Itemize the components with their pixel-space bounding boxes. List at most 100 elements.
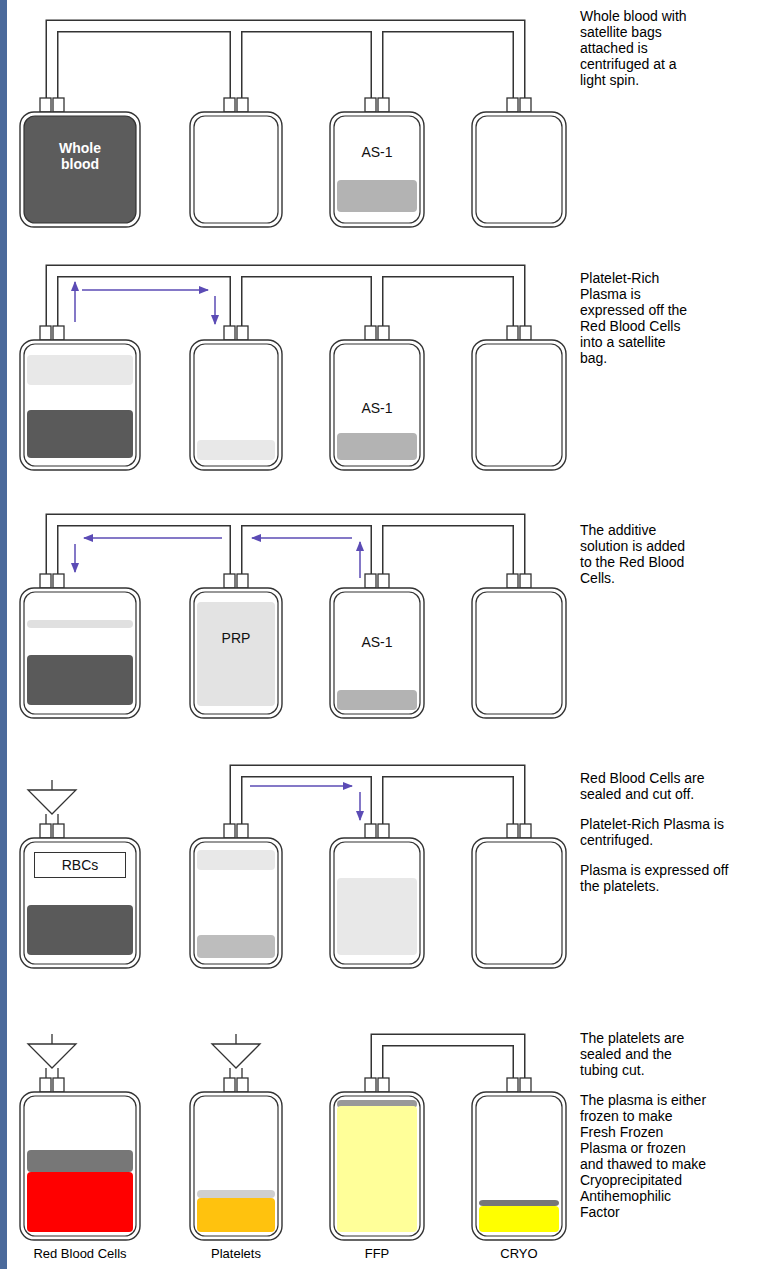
bag-outline	[20, 1092, 140, 1240]
description-text: Red Blood Cells are sealed and cut off.	[580, 770, 730, 802]
bag-port	[507, 574, 518, 588]
bag-text: AS-1	[336, 144, 418, 160]
tube-core	[52, 520, 519, 574]
bag-port	[237, 1078, 248, 1092]
product-caption: CRYO	[459, 1246, 579, 1262]
flow-arrow	[74, 282, 76, 322]
bag-contents	[479, 1200, 559, 1206]
bag-port	[520, 1078, 531, 1092]
bag-contents	[27, 410, 133, 458]
bag-outline	[330, 340, 424, 470]
bag-outline	[472, 340, 566, 470]
bag	[190, 574, 282, 718]
bag-port	[224, 98, 235, 112]
bag-port	[40, 824, 51, 838]
labelled-bag: RBCs	[20, 838, 140, 968]
bag-contents	[27, 1150, 133, 1172]
bag-contents	[27, 620, 133, 628]
bag-port	[365, 824, 376, 838]
bag-outline	[330, 1092, 424, 1240]
blood-bag: AS-1	[330, 112, 424, 227]
bag-port	[53, 1078, 64, 1092]
tube-core	[52, 271, 519, 326]
bag-inner-outline	[476, 116, 562, 223]
flow-arrow	[250, 785, 352, 787]
description-text: Plasma is expressed off the platelets.	[580, 862, 730, 894]
bag-port	[53, 574, 64, 588]
seal-symbol	[28, 790, 76, 814]
bag-port	[520, 98, 531, 112]
bag-outline	[472, 112, 566, 227]
step-description: Whole blood with satellite bags attached…	[580, 8, 692, 102]
bag-port	[237, 326, 248, 340]
step-description: The platelets are sealed and the tubing …	[580, 1030, 712, 1234]
bag-port	[378, 824, 389, 838]
bag	[20, 1078, 140, 1240]
bag-inner-outline	[194, 1096, 278, 1236]
bag-contents	[197, 935, 275, 958]
bag-port	[237, 98, 248, 112]
bag-text: PRP	[196, 630, 276, 646]
bag-contents	[479, 1206, 559, 1232]
bag-contents	[337, 690, 417, 710]
bag	[472, 1078, 566, 1240]
seal-symbol	[28, 1044, 76, 1068]
bag-outline	[330, 588, 424, 718]
flow-arrows	[75, 282, 360, 820]
description-text: The additive solution is added to the Re…	[580, 522, 688, 586]
bags	[20, 98, 566, 1240]
bag-port	[53, 824, 64, 838]
flow-arrow	[252, 537, 352, 539]
bag	[330, 1078, 424, 1240]
bag-inner-outline	[194, 116, 278, 223]
bag-port	[237, 824, 248, 838]
description-text: The plasma is either frozen to make Fres…	[580, 1092, 712, 1220]
bag-inner-outline	[334, 592, 420, 714]
bag-port	[40, 574, 51, 588]
bag-inner-outline	[476, 1096, 562, 1236]
bag-inner-outline	[334, 344, 420, 466]
bag	[190, 326, 282, 470]
blood-bag: AS-1	[330, 588, 424, 718]
bag-port	[520, 824, 531, 838]
bag	[190, 824, 282, 968]
bag-inner-outline	[194, 592, 278, 714]
tube-outline	[52, 26, 519, 98]
bag-outline	[190, 1092, 282, 1240]
bag-inner-outline	[24, 344, 136, 466]
bag-port	[507, 1078, 518, 1092]
flow-arrow	[359, 792, 361, 820]
seals	[28, 780, 260, 1078]
bag	[20, 824, 140, 968]
blood-bag: AS-1	[330, 340, 424, 470]
bag-outline	[190, 340, 282, 470]
bag-contents	[197, 1190, 275, 1198]
bag-outline	[472, 588, 566, 718]
bag-port	[378, 98, 389, 112]
bag-inner-outline	[194, 344, 278, 466]
bag-port	[365, 326, 376, 340]
bag-outline	[330, 112, 424, 227]
tube-outline	[236, 771, 519, 824]
bag	[20, 98, 140, 227]
bag-inner-outline	[24, 116, 136, 223]
bag-outline	[20, 340, 140, 470]
flow-arrow	[84, 537, 222, 539]
bag-inner-outline	[476, 592, 562, 714]
bag-port	[378, 1078, 389, 1092]
bag-contents	[27, 655, 133, 705]
bag-contents	[337, 180, 417, 212]
bag-port	[365, 574, 376, 588]
bag-text: Whole blood	[48, 140, 112, 172]
bag-contents	[27, 1172, 133, 1232]
description-text: Platelet-Rich Plasma is expressed off th…	[580, 270, 690, 366]
description-text: The platelets are sealed and the tubing …	[580, 1030, 712, 1078]
bag-outline	[190, 838, 282, 968]
bag-inner-outline	[24, 592, 136, 714]
bag	[472, 326, 566, 470]
bag-contents	[337, 1106, 417, 1232]
bag-port	[40, 326, 51, 340]
bag-outline	[472, 1092, 566, 1240]
bag	[330, 574, 424, 718]
product-caption: Platelets	[176, 1246, 296, 1262]
